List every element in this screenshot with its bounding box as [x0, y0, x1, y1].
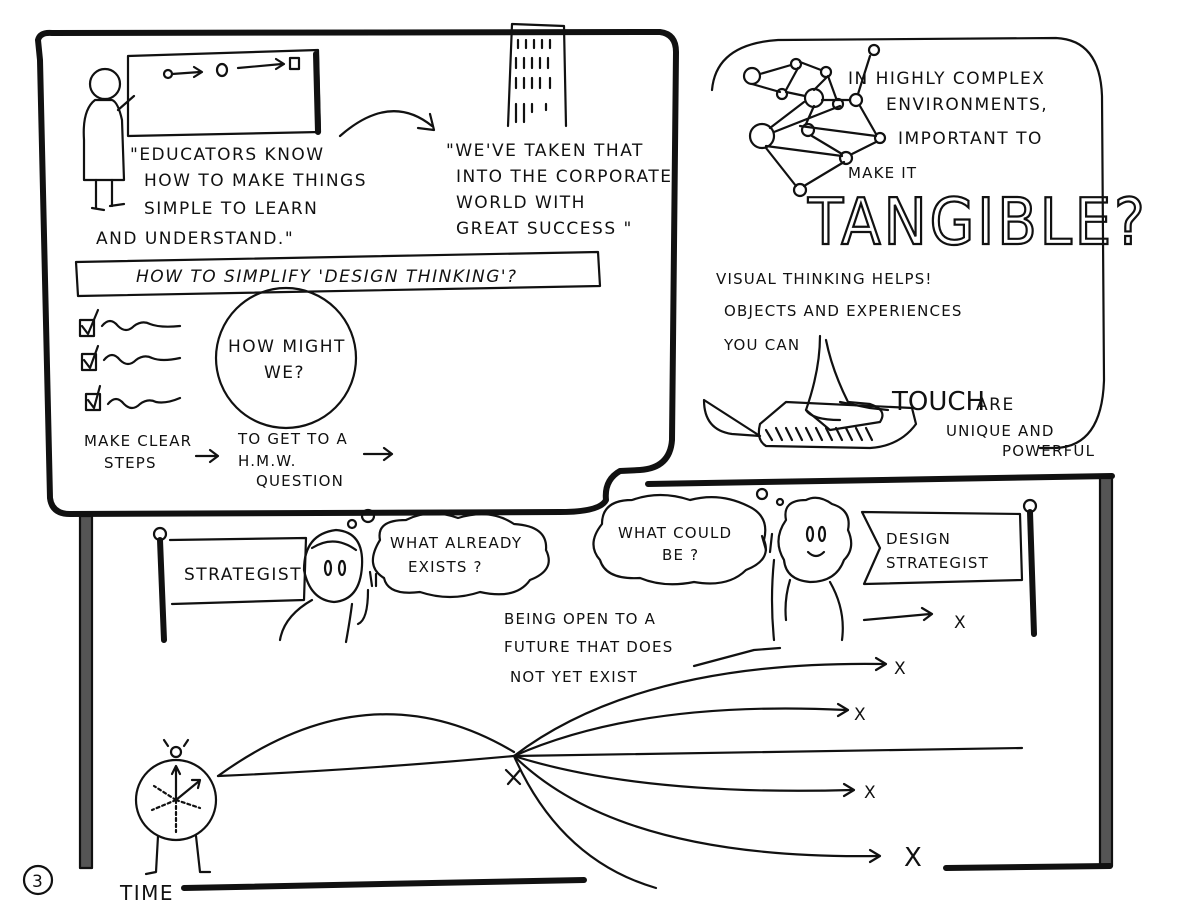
touch-rest-line: ARE — [976, 395, 1015, 415]
clock-icon — [134, 738, 218, 876]
visual-thinking-line: VISUAL THINKING HELPS! — [716, 270, 933, 288]
time-label: TIME — [119, 881, 174, 905]
thought-left-line: WHAT ALREADY — [390, 534, 522, 552]
make-clear-steps-line: STEPS — [104, 454, 157, 472]
panel-border — [702, 36, 1106, 450]
design-strategist-line: DESIGN — [886, 530, 951, 548]
complex-line: MAKE IT — [848, 164, 917, 182]
outcome-mark: X — [954, 613, 967, 633]
touch-rest-line: UNIQUE AND — [946, 422, 1055, 440]
quote-educators: "EDUCATORS KNOW HOW TO MAKE THINGS SIMPL… — [96, 145, 367, 249]
panel-bottom-border — [943, 863, 1113, 871]
visual-thinking-line: YOU CAN — [723, 336, 800, 354]
complex-line: ENVIRONMENTS, — [886, 95, 1048, 115]
banner-box — [74, 250, 602, 298]
checklist-icon — [78, 308, 182, 412]
outcome-mark: X — [864, 783, 877, 803]
design-strategist-person — [760, 496, 853, 642]
hmw-bubble — [214, 286, 358, 430]
outcome-mark: X — [854, 705, 867, 725]
quote-educators-line: AND UNDERSTAND." — [96, 229, 294, 249]
outcome-mark: X — [894, 659, 907, 679]
arrow-icon — [362, 446, 394, 462]
thought-left-line: EXISTS ? — [408, 558, 483, 576]
thought-dot — [360, 508, 376, 524]
to-get-hmw-line: H.M.W. — [238, 452, 297, 470]
page-number-circle — [22, 864, 54, 896]
open-future-line: FUTURE THAT DOES — [504, 638, 673, 656]
outcome-mark: X — [904, 843, 923, 873]
panel-tangible: IN HIGHLY COMPLEX ENVIRONMENTS, IMPORTAN… — [702, 36, 1148, 460]
touch-rest-line: POWERFUL — [1002, 442, 1095, 460]
visual-thinking-line: OBJECTS AND EXPERIENCES — [724, 302, 963, 320]
quote-educators-line: HOW TO MAKE THINGS — [144, 171, 367, 191]
hmw-line: HOW MIGHT — [228, 337, 346, 357]
arrow-head-icon — [416, 112, 436, 132]
design-strategist-line: STRATEGIST — [886, 554, 989, 572]
quote-educators-line: "EDUCATORS KNOW — [130, 145, 325, 165]
quote-corporate-line: WORLD WITH — [456, 193, 586, 213]
to-get-hmw-line: QUESTION — [256, 472, 344, 490]
thought-cloud-left — [371, 512, 550, 599]
make-clear-steps-line: MAKE CLEAR — [84, 432, 192, 450]
arrow-icon — [862, 606, 934, 622]
whiteboard — [126, 48, 322, 138]
page-number: 3 — [32, 872, 44, 892]
thought-dot — [755, 487, 769, 501]
quote-corporate-line: GREAT SUCCESS " — [456, 219, 633, 239]
thought-dot — [346, 518, 358, 530]
banner-text: HOW TO SIMPLIFY 'DESIGN THINKING'? — [136, 267, 518, 287]
hmw-line: WE? — [264, 363, 305, 383]
panel-bottom-border — [181, 877, 587, 891]
teacher-figure — [82, 67, 136, 212]
open-future-line: BEING OPEN TO A — [504, 610, 656, 628]
thought-right-line: WHAT COULD — [618, 524, 732, 542]
network-icon — [742, 43, 887, 198]
office-building — [506, 22, 568, 128]
quote-corporate: "WE'VE TAKEN THAT INTO THE CORPORATE WOR… — [446, 141, 672, 239]
thought-cloud-right — [592, 493, 767, 586]
open-future-line: NOT YET EXIST — [510, 668, 638, 686]
future-paths — [216, 656, 1024, 890]
design-strategist-flag — [860, 498, 1038, 637]
panel-border — [35, 29, 679, 517]
thought-right-line: BE ? — [662, 546, 699, 564]
quote-corporate-line: "WE'VE TAKEN THAT — [446, 141, 644, 161]
curved-arrow-icon — [338, 110, 434, 138]
strategist-person — [278, 528, 378, 644]
touch-word: TOUCH — [891, 387, 985, 417]
complex-line: IMPORTANT TO — [898, 129, 1043, 149]
to-get-hmw-line: TO GET TO A — [237, 430, 348, 448]
panel-educators: "EDUCATORS KNOW HOW TO MAKE THINGS SIMPL… — [35, 22, 679, 517]
arrow-icon — [194, 448, 220, 464]
underline-stroke — [692, 646, 782, 668]
strategist-label: STRATEGIST — [184, 565, 302, 585]
panel-right-border — [1098, 476, 1114, 868]
hand-touch-icon — [757, 334, 918, 450]
thought-dot — [775, 497, 785, 507]
quote-corporate-line: INTO THE CORPORATE — [456, 167, 672, 187]
quote-educators-line: SIMPLE TO LEARN — [144, 199, 318, 219]
panel-top-border — [645, 473, 1115, 487]
panel-left-border — [78, 514, 94, 870]
tangible-title: TANGIBLE? — [807, 186, 1148, 260]
complex-line: IN HIGHLY COMPLEX — [848, 69, 1045, 89]
panel-strategist: STRATEGIST WHAT ALREADY EXISTS ? WHAT CO… — [78, 473, 1115, 905]
